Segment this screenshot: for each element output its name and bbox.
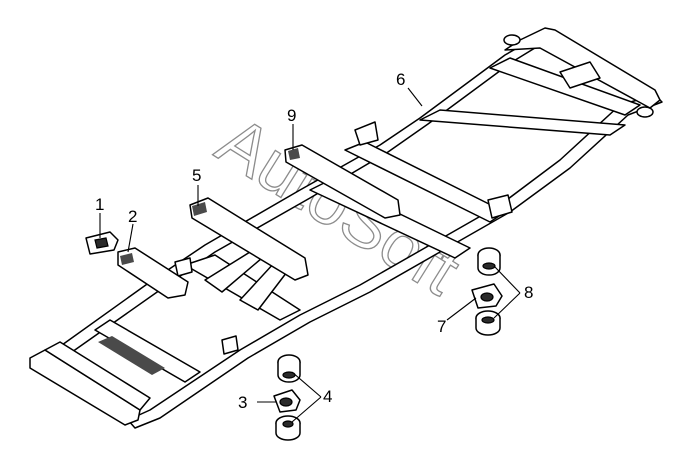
- part-bracket-3: [273, 389, 301, 413]
- callout-1: 1: [95, 195, 104, 214]
- part-crossmember-9: [284, 144, 401, 219]
- callout-7: 7: [437, 317, 446, 336]
- callout-9: 9: [287, 106, 296, 125]
- part-cushion-8-upper: [477, 247, 501, 276]
- part-cushion-8-lower: [475, 310, 501, 336]
- callout-8: 8: [524, 283, 533, 302]
- callout-labels: 1 2 3 4 5 6 7 8 9: [95, 70, 533, 412]
- part-crossmember-5: [189, 197, 309, 281]
- leader-lines: [99, 87, 521, 423]
- callout-4: 4: [323, 387, 332, 406]
- callout-2: 2: [128, 207, 137, 226]
- part-bracket-2: [117, 247, 189, 299]
- callout-3: 3: [238, 393, 247, 412]
- part-cushion-4-lower: [275, 415, 301, 441]
- part-bracket-1: [85, 231, 119, 255]
- part-bracket-7: [471, 283, 503, 309]
- callout-5: 5: [192, 166, 201, 185]
- part-cushion-4-upper: [277, 354, 301, 383]
- callout-6: 6: [396, 70, 405, 89]
